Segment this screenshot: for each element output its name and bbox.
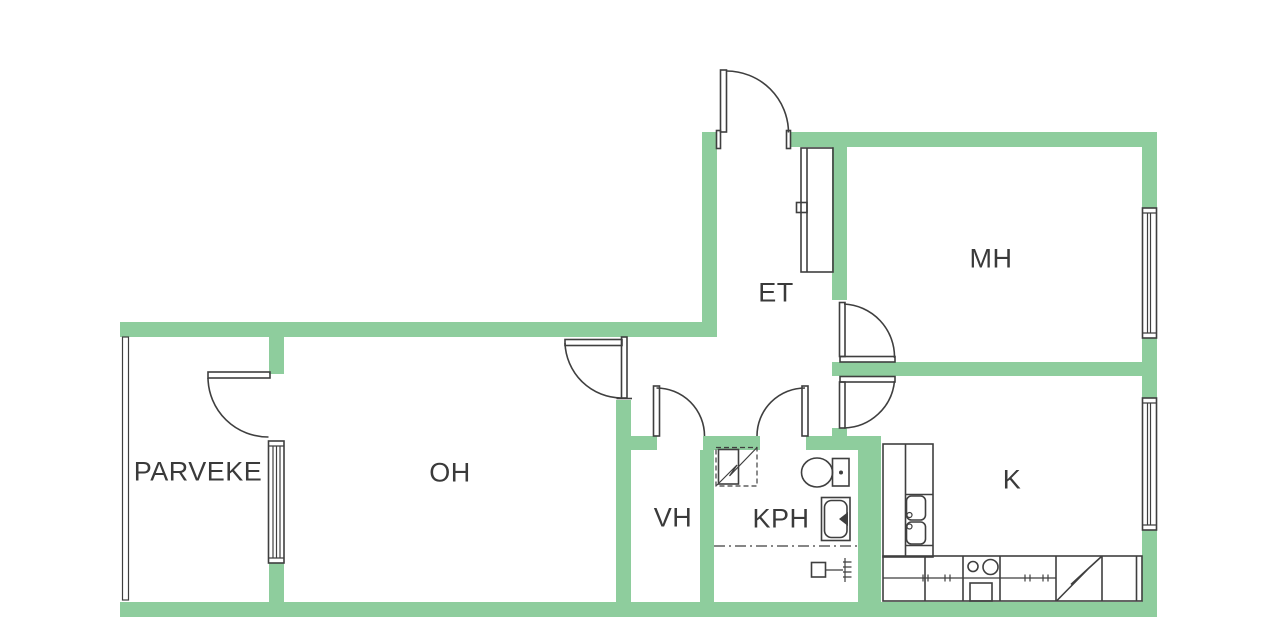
- wall-bottom: [120, 602, 1157, 617]
- wall-top: [790, 132, 1157, 147]
- entry-door-icon: [715, 69, 792, 150]
- washbasin-icon: [820, 496, 851, 542]
- stove-icon: [967, 558, 999, 576]
- oven-icon: [969, 582, 993, 602]
- wall-corridor-2: [703, 436, 760, 450]
- room-label-vh: VH: [653, 502, 693, 533]
- wall-lower-section-top: [120, 322, 717, 337]
- kitchen-fixtures: [882, 443, 1143, 602]
- room-label-kph: KPH: [752, 503, 810, 534]
- counter-icon: [882, 555, 1143, 602]
- toilet-icon: [800, 457, 850, 488]
- room-label-mh: MH: [969, 243, 1013, 274]
- kitchen-tall-cabinet-icon: [882, 443, 934, 558]
- wall-balcony-stub: [269, 337, 284, 374]
- wall-mh-k: [832, 362, 1142, 376]
- kitchen-sink-icon: [905, 495, 927, 545]
- wall-vh-kph: [700, 450, 714, 602]
- wall-kph-k: [858, 450, 881, 602]
- k-window-icon: [1141, 397, 1158, 531]
- wall-corridor-1: [616, 436, 657, 450]
- mh-window-icon: [1141, 207, 1158, 339]
- floor-drain-icon: [810, 558, 852, 582]
- room-label-et: ET: [758, 277, 794, 308]
- wall-right-top: [1142, 147, 1157, 208]
- wardrobe-icon: [795, 147, 834, 273]
- wall-et-left: [702, 132, 717, 337]
- room-label-k: K: [1002, 464, 1022, 495]
- balcony-window-icon: [267, 440, 285, 564]
- dishwasher-reservation-icon: [1056, 555, 1103, 602]
- wall-balcony-low: [269, 563, 284, 602]
- wall-corridor-3: [806, 436, 881, 450]
- room-label-parveke: PARVEKE: [133, 456, 263, 487]
- room-label-oh: OH: [429, 457, 471, 488]
- wall-right-mid: [1142, 338, 1157, 398]
- kph-door-icon: [756, 385, 809, 437]
- wall-oh-vh: [616, 400, 631, 602]
- balcony-door-icon: [207, 371, 271, 438]
- vh-door-icon: [652, 385, 706, 437]
- walls: [120, 132, 1157, 617]
- kitchen-door-icon: [838, 375, 896, 429]
- wall-right-low: [1142, 530, 1157, 617]
- mh-door-icon: [838, 301, 896, 363]
- washing-machine-reservation-icon: [715, 446, 758, 487]
- wall-et-mh: [832, 147, 847, 300]
- kph-fixtures: [714, 446, 858, 582]
- balcony-railing-icon: [121, 336, 130, 601]
- oh-door-icon: [564, 336, 632, 400]
